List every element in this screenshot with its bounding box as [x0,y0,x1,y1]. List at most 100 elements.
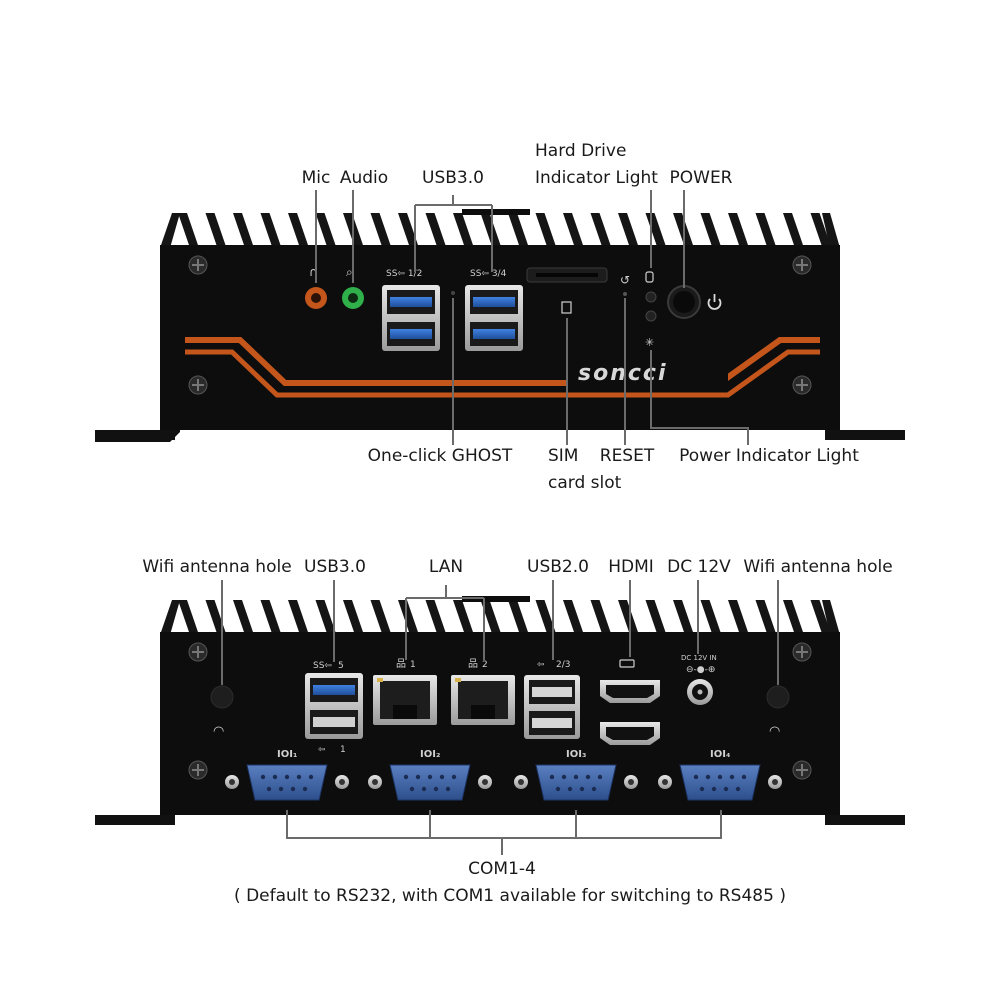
heatsink-fin [728,600,749,635]
lan-port-1 [373,675,437,725]
usb2-icon: ⇦ [537,660,545,670]
accent-stripe-left-2 [185,349,820,398]
label-one-click-ghost: One-click GHOST [367,446,513,466]
heatsink-fin [425,213,447,248]
front-left-bracket [95,425,180,442]
heatsink-fin [673,600,694,635]
reset-button-hole [623,292,627,296]
com-pin [585,774,591,780]
usb-3-4-marking: SS⇦ 3/4 [470,269,507,279]
com-pin [409,786,415,792]
com-pin [693,774,699,780]
handle-tab [462,596,530,602]
reset-icon: ↺ [620,273,630,287]
com-connector-shell [535,764,617,801]
heatsink-fin [590,213,612,248]
label-wifi-right: Wifi antenna hole [743,557,893,577]
usb1-marking: 1 [340,745,346,755]
com-pin [549,774,555,780]
rear-right-bracket-plate [825,815,905,825]
heatsink-fin [178,600,199,635]
com-screw-hole [772,779,778,785]
hdmi-icon [619,659,635,668]
wifi-icon-right: ◠ [769,724,780,739]
com-pin [439,774,445,780]
heatsink-fin [508,213,529,248]
com-pin [308,774,314,780]
front-right-bracket-plate [825,430,905,440]
heatsink-fin [425,600,447,635]
rear-usb3-port [305,673,363,739]
com-pin [597,774,603,780]
heatsink-fin [618,213,639,248]
front-screw [188,255,208,275]
brand-logo: soncci [578,361,668,386]
wifi-icon-left: ◠ [213,724,224,739]
dc-in-marking: DC 12V IN [681,654,717,662]
rear-screw [792,760,812,780]
front-usb3-port-1-2 [382,285,440,351]
lan1-icon: 品 [396,658,406,670]
heatsink-fin [453,600,474,635]
heatsink-fin [343,600,364,635]
com-pin [567,786,573,792]
heatsink-fin [398,600,419,635]
heatsink-fin [618,600,639,635]
rear-heatsink-fins [160,596,840,635]
com-pin [573,774,579,780]
heatsink-fin [590,600,612,635]
com-port-4: IOI₄ [658,749,782,801]
com-pin [451,774,457,780]
heatsink-fin [260,600,282,635]
label-usb20: USB2.0 [527,557,589,577]
com-pin [421,786,427,792]
label-com: COM1-4 [468,859,536,879]
heatsink-fin [645,600,667,635]
com-screw-hole [518,779,524,785]
power-indicator-led [645,310,657,322]
com-pin [278,786,284,792]
com-port-2: IOI₂ [368,749,492,801]
com-port-1: IOI₁ [225,749,349,801]
mic-icon: ⌕ [346,265,353,279]
heatsink-fin [563,600,584,635]
heatsink-fin [160,213,180,248]
front-left-bracket-plate [95,430,175,440]
rear-panel: ◠ ◠ 5 SS⇦ ⇦ 1 品 1 品 2 [95,596,905,825]
heatsink-fin [453,213,474,248]
usb5-icon: SS⇦ [313,661,332,671]
heatsink-fin [205,600,227,635]
ghost-button-hole [451,291,455,295]
usb1-icon: ⇦ [318,745,326,755]
power-light-icon: ✳ [645,336,654,349]
rear-left-bracket-plate [95,815,175,825]
heatsink-fin [233,600,254,635]
lan1-marking: 1 [410,660,416,670]
com-marking: IOI₃ [566,749,586,760]
front-panel: soncci ∩ ⌕ SS⇦ 1/2 SS⇦ 3/4 [95,209,905,442]
label-com-note: ( Default to RS232, with COM1 available … [234,886,786,906]
heatsink-fin [178,213,199,248]
com-connector-shell [246,764,328,801]
com-screw-hole [628,779,634,785]
heatsink-fin [535,600,557,635]
heatsink-fin [508,600,529,635]
mic-jack: ∩ [305,265,327,309]
heatsink-fin [822,213,840,248]
label-mic: Mic [301,168,331,188]
heatsink-fin [288,600,309,635]
heatsink-fin [205,213,227,248]
heatsink-fin [783,213,804,248]
usb5-marking: 5 [338,661,344,671]
heatsink-fin [822,600,840,635]
com-pin [260,774,266,780]
com-pin [445,786,451,792]
heatsink-fin [288,213,309,248]
com-pin [290,786,296,792]
com-pin [415,774,421,780]
label-sim-line2: card slot [548,473,622,493]
com-pin [284,774,290,780]
hdmi-port-1 [600,680,660,703]
heatsink-fin [755,213,777,248]
